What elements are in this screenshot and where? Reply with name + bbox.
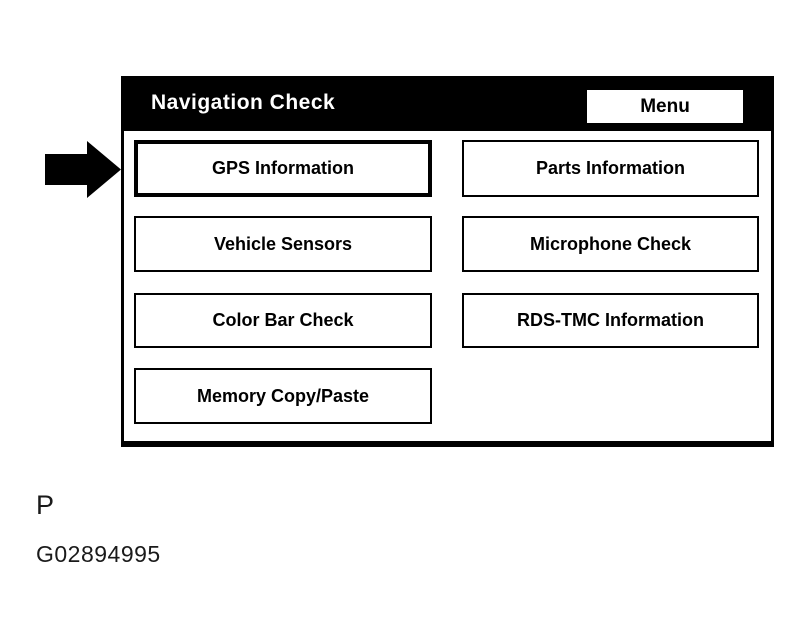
gps-information-button[interactable]: GPS Information — [134, 140, 432, 197]
color-bar-check-button[interactable]: Color Bar Check — [134, 293, 432, 348]
navigation-check-screen: Navigation Check Menu GPS Information Pa… — [121, 76, 774, 447]
parts-information-button[interactable]: Parts Information — [462, 140, 759, 197]
memory-copy-paste-button[interactable]: Memory Copy/Paste — [134, 368, 432, 424]
arrow-right-icon — [45, 141, 121, 198]
rds-tmc-information-button[interactable]: RDS-TMC Information — [462, 293, 759, 348]
vehicle-sensors-button[interactable]: Vehicle Sensors — [134, 216, 432, 272]
figure-id: G02894995 — [36, 541, 161, 567]
page-title: Navigation Check — [151, 91, 336, 114]
title-bar: Navigation Check Menu — [124, 79, 771, 131]
microphone-check-button[interactable]: Microphone Check — [462, 216, 759, 272]
figure-label: P — [36, 490, 55, 520]
menu-button[interactable]: Menu — [587, 90, 743, 123]
